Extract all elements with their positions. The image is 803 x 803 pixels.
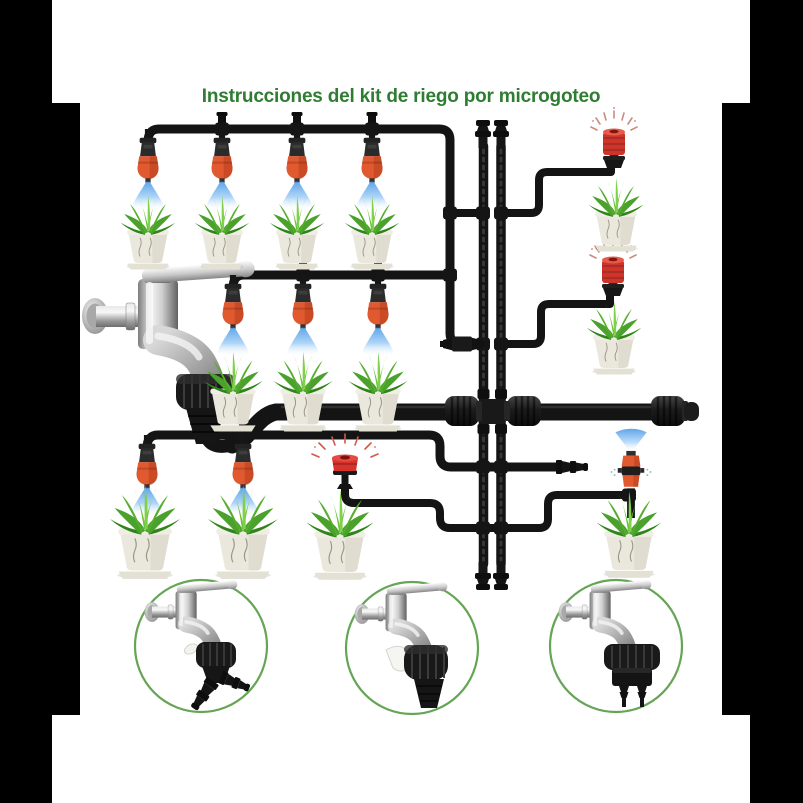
red-dripper (590, 106, 638, 169)
tee-connector-top (216, 112, 228, 124)
tee-fitting (476, 460, 490, 474)
tee-fitting (476, 206, 490, 220)
potted-plant (207, 484, 279, 580)
middle-row-line (228, 270, 455, 293)
potted-plant (109, 484, 181, 580)
compression-fitting-left (443, 394, 484, 428)
inset-circle-3 (548, 578, 684, 714)
sprinkler-line (341, 484, 629, 532)
mist-nozzle (362, 275, 394, 357)
pipe-end-barb (475, 120, 491, 148)
pipe-end-barb (493, 120, 509, 148)
mist-nozzle (287, 275, 319, 357)
tee-fitting (476, 521, 490, 535)
tee-fitting (494, 337, 508, 351)
tee-connector-top (291, 112, 303, 124)
inset-faucet-double-barb (559, 580, 660, 707)
side-bar-right (750, 0, 803, 803)
tee-connector-top (366, 112, 378, 124)
tee-fitting (443, 268, 457, 282)
pipe-end-barb (475, 562, 491, 590)
main-line-end-cap (649, 394, 699, 428)
potted-plant (194, 195, 250, 270)
tee-fitting (494, 521, 508, 535)
main-supply-tube (223, 403, 456, 454)
inset-faucet-quick-connector (355, 582, 448, 708)
manifold-junction (443, 389, 699, 434)
tee-fitting (494, 460, 508, 474)
side-bar-right-extension (722, 103, 750, 715)
right-dripper1-line (497, 160, 615, 217)
inset-circle-2 (344, 580, 480, 716)
inset-circle-1 (133, 578, 269, 714)
line-fittings (440, 120, 588, 590)
rotary-sprinkler (311, 433, 379, 490)
compression-fitting-right (502, 394, 543, 428)
cross-fitting (478, 399, 506, 424)
potted-plant (120, 195, 176, 270)
faucet-arm (96, 306, 144, 327)
pipe-end-barb (493, 562, 509, 590)
tee-fitting (494, 206, 508, 220)
bottom-row-line (142, 430, 561, 472)
tee-fitting (443, 206, 457, 220)
barb-outlet-right (637, 686, 647, 707)
inset-faucet-y-splitter (145, 580, 252, 713)
mist-nozzle (217, 275, 249, 357)
right-dripper2-line (497, 290, 614, 348)
line-end-plug (556, 460, 588, 474)
diagram-title: Instrucciones del kit de riego por micro… (201, 86, 601, 107)
potted-plant (588, 177, 644, 252)
cross-collars (477, 389, 507, 434)
barb-outlet-left (619, 686, 629, 707)
potted-plant (596, 490, 662, 579)
side-bar-left-extension (52, 103, 80, 715)
potted-plant (269, 195, 325, 270)
spike-mister (610, 428, 652, 518)
potted-plant (586, 300, 642, 375)
potted-plant (344, 195, 400, 270)
detail-insets (133, 578, 684, 716)
side-bar-left (0, 0, 52, 803)
